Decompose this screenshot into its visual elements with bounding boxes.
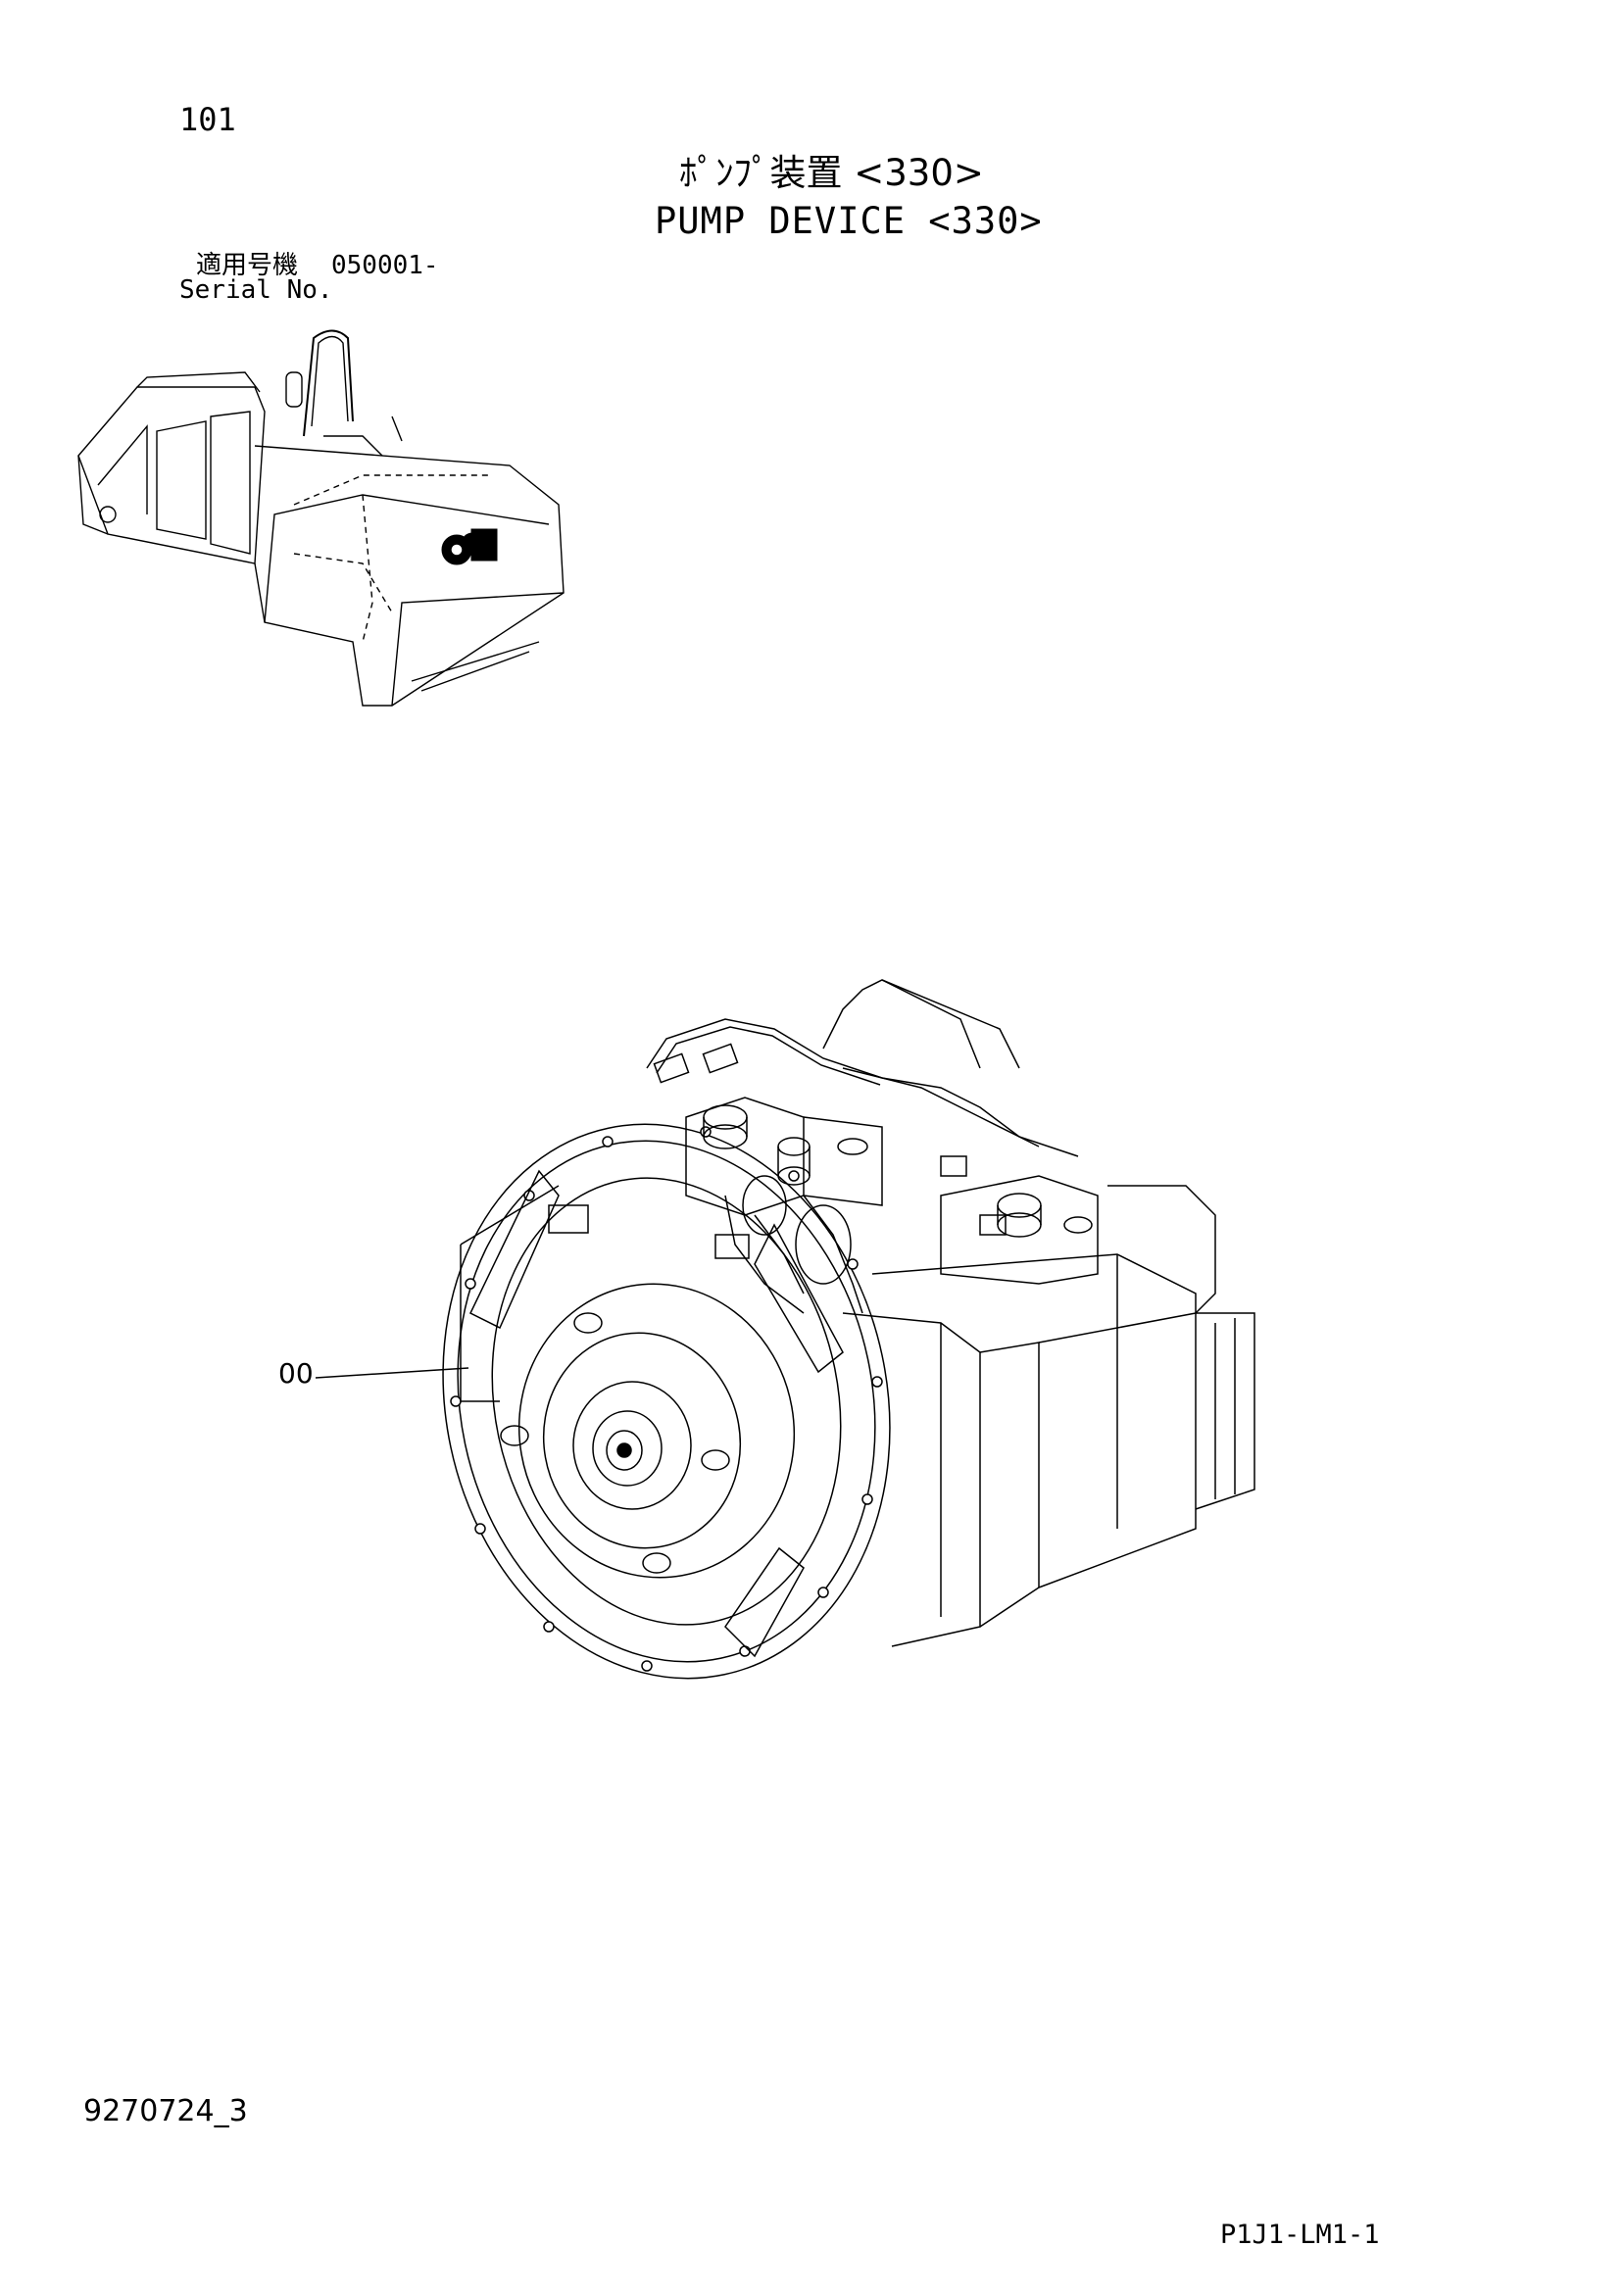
title-japanese: ﾎﾟﾝﾌﾟ装置 <330> [679, 152, 984, 194]
document-id: 9270724_3 [83, 2094, 248, 2128]
page-code: P1J1-LM1-1 [1220, 2220, 1380, 2250]
pump-device-illustration [442, 979, 1255, 1680]
page-number: 101 [179, 101, 236, 138]
serial-label-japanese: 適用号機 [196, 251, 299, 280]
callout-leader-line [315, 1367, 469, 1379]
excavator-location-illustration [77, 329, 565, 707]
serial-label-english: Serial No. [179, 275, 333, 305]
serial-value: 050001- [331, 251, 439, 280]
title-english: PUMP DEVICE <330> [655, 200, 1043, 242]
callout-label: 00 [278, 1357, 314, 1390]
